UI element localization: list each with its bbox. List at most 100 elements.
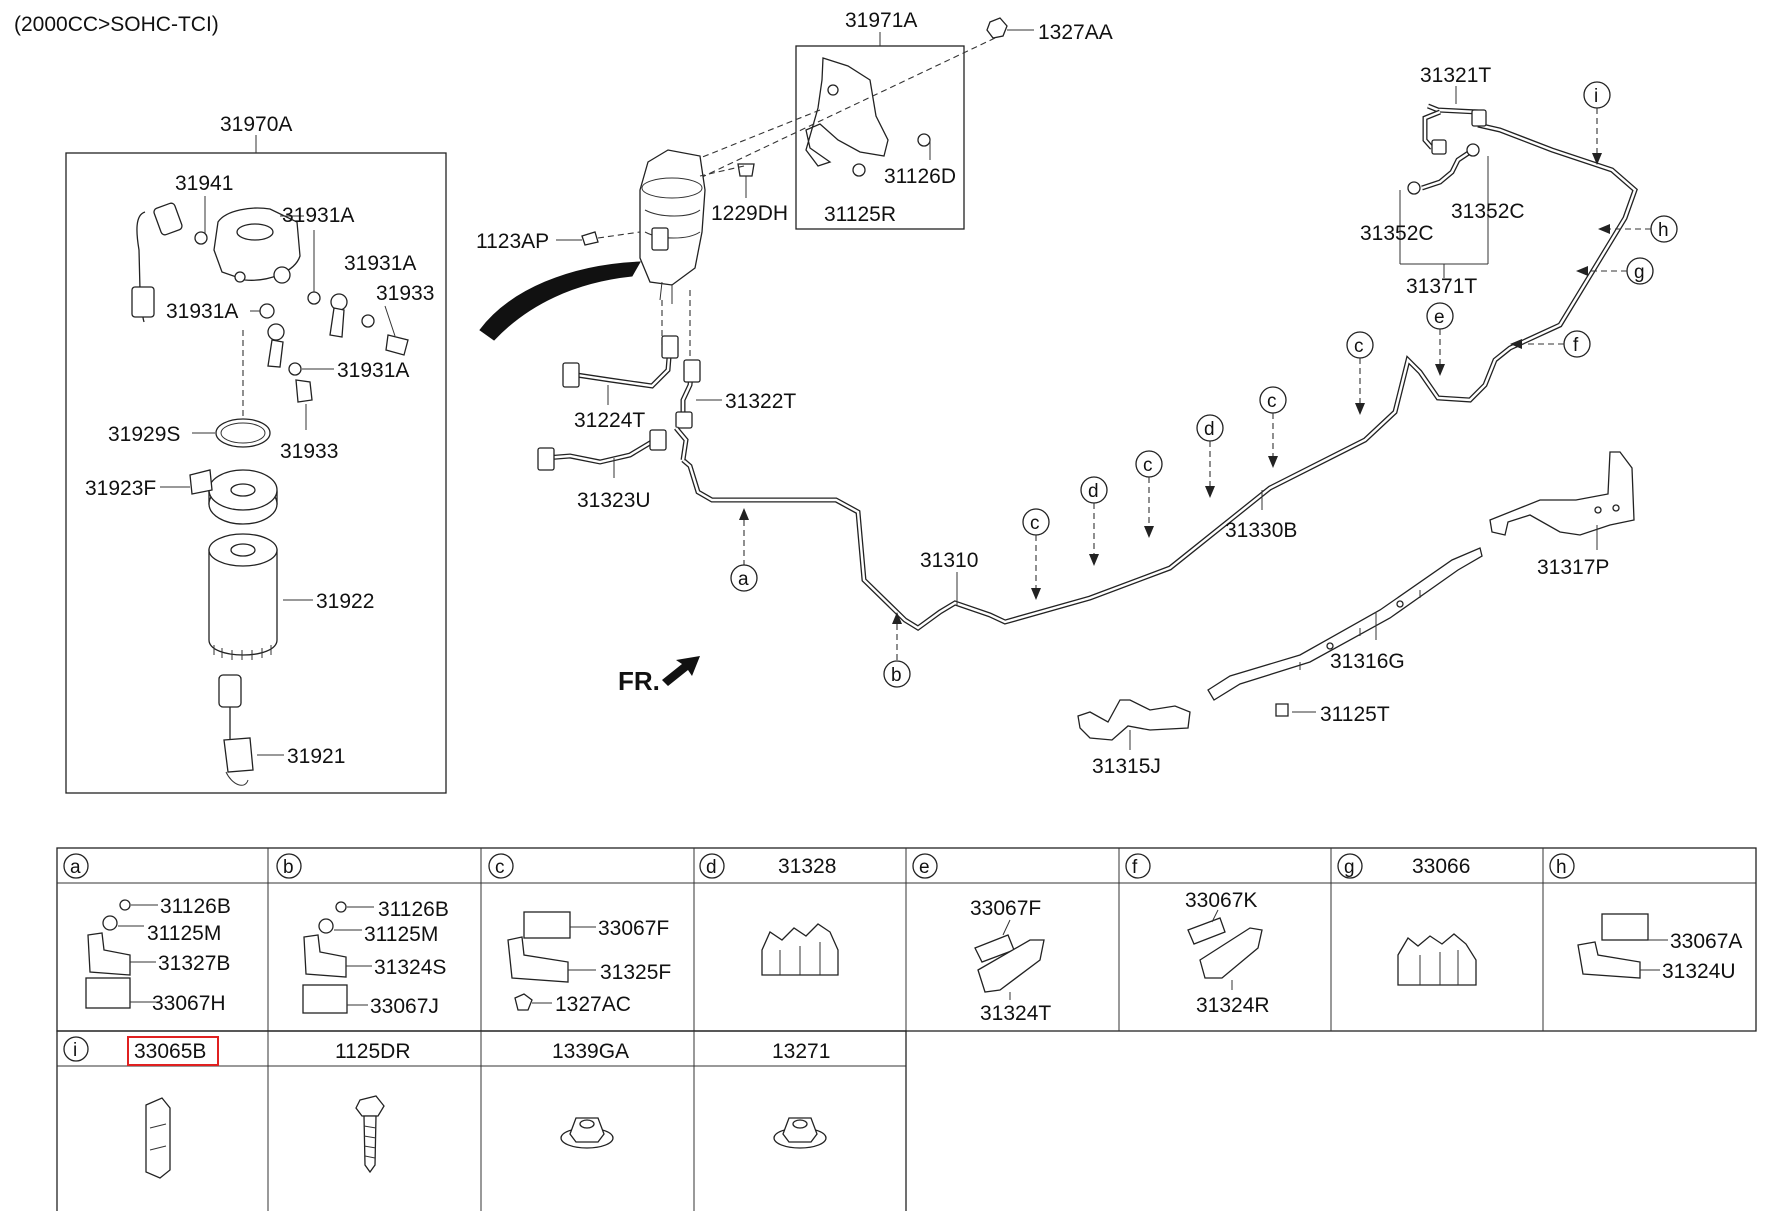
svg-text:d: d [706, 857, 717, 878]
label-31310: 31310 [920, 549, 978, 572]
label-31125T: 31125T [1320, 703, 1390, 726]
svg-text:31328: 31328 [778, 855, 836, 878]
svg-text:f: f [1132, 857, 1138, 878]
callout-h: h [1598, 215, 1678, 243]
filter-head [213, 207, 301, 284]
label-31317P: 31317P [1537, 556, 1609, 579]
label-31933-2: 31933 [280, 440, 338, 463]
svg-text:33065B: 33065B [134, 1040, 206, 1063]
svg-text:h: h [1556, 857, 1567, 878]
svg-text:c: c [1267, 391, 1277, 412]
svg-text:31324S: 31324S [374, 956, 446, 979]
label-31931A-1: 31931A [282, 204, 354, 227]
svg-text:d: d [1088, 481, 1099, 502]
table-cell-a: a 31126B 31125M 31327B 33067H [63, 853, 231, 1015]
table-cell-13271: 13271 [772, 1040, 830, 1149]
svg-text:1327AC: 1327AC [555, 993, 631, 1016]
callout-c-4: c [1346, 331, 1374, 415]
callout-g: g [1576, 257, 1654, 285]
svg-text:33066: 33066 [1412, 855, 1470, 878]
label-31929S: 31929S [108, 423, 180, 446]
svg-text:i: i [73, 1040, 77, 1061]
svg-text:31324R: 31324R [1196, 994, 1270, 1017]
table-cell-c: c 33067F 31325F 1327AC [488, 853, 671, 1016]
label-31352C-1: 31352C [1360, 222, 1434, 245]
svg-text:a: a [738, 569, 749, 590]
return-hose-assembly [1407, 103, 1487, 195]
label-31323U: 31323U [577, 489, 651, 512]
table-cell-e: e 33067F 31324T [912, 853, 1051, 1025]
fuel-hose-31322T [675, 359, 701, 429]
svg-text:31324T: 31324T [980, 1002, 1051, 1025]
label-31224T: 31224T [574, 409, 645, 432]
svg-text:e: e [919, 857, 930, 878]
svg-text:31126B: 31126B [160, 895, 231, 918]
callout-c-3: c [1259, 386, 1287, 468]
svg-text:h: h [1658, 220, 1669, 241]
callout-f: f [1510, 330, 1591, 358]
callout-b: b [883, 612, 911, 688]
svg-text:c: c [1354, 336, 1364, 357]
table-cell-1339GA: 1339GA [552, 1040, 629, 1149]
callout-c-1: c [1022, 508, 1050, 600]
label-31322T: 31322T [725, 390, 796, 413]
fuel-hose-31224T [562, 335, 679, 389]
label-31933-1: 31933 [376, 282, 434, 305]
highlight-box [127, 1036, 219, 1066]
table-cell-i: i 33065B [63, 1036, 219, 1179]
label-31941: 31941 [175, 172, 233, 195]
callout-a: a [730, 508, 758, 592]
front-direction-label: FR. [618, 666, 660, 696]
assembly-title: 31970A [220, 113, 292, 136]
label-31371T: 31371T [1406, 275, 1477, 298]
fuel-filter-housing [639, 149, 706, 304]
callout-d-2: d [1196, 414, 1224, 498]
assembly-pointer-arrow [479, 261, 641, 341]
svg-text:g: g [1344, 857, 1355, 878]
mounting-bracket [805, 57, 889, 167]
bracket-rail-31316G [1207, 547, 1483, 701]
svg-text:31126B: 31126B [378, 898, 449, 921]
label-31922: 31922 [316, 590, 374, 613]
callout-e: e [1426, 302, 1454, 376]
table-cell-g: g 33066 [1337, 853, 1477, 986]
label-31923F: 31923F [85, 477, 156, 500]
o-ring [215, 418, 271, 448]
label-31321T: 31321T [1420, 64, 1491, 87]
svg-text:31324U: 31324U [1662, 960, 1736, 983]
svg-text:31125M: 31125M [147, 922, 221, 945]
table-cell-d: d 31328 [699, 853, 839, 976]
label-1123AP: 1123AP [476, 230, 549, 253]
main-fuel-line [674, 122, 1638, 632]
svg-text:33067F: 33067F [598, 917, 669, 940]
svg-text:31125M: 31125M [364, 923, 438, 946]
filter-mount-plate [189, 469, 278, 525]
svg-text:f: f [1573, 335, 1579, 356]
label-1229DH: 1229DH [711, 202, 788, 225]
label-31316G: 31316G [1330, 650, 1405, 673]
label-1327AA: 1327AA [1038, 21, 1113, 44]
bracket-31317P [1489, 451, 1635, 536]
svg-text:c: c [1143, 455, 1153, 476]
svg-text:13271: 13271 [772, 1040, 830, 1063]
svg-text:a: a [70, 857, 81, 878]
callout-c-2: c [1135, 450, 1163, 538]
label-31352C-2: 31352C [1451, 200, 1525, 223]
svg-text:b: b [283, 857, 294, 878]
fuel-hose-31323U [537, 429, 667, 471]
svg-text:33067F: 33067F [970, 897, 1041, 920]
table-cell-h: h 33067A 31324U [1549, 853, 1742, 983]
label-31330B: 31330B [1225, 519, 1297, 542]
svg-text:d: d [1204, 419, 1215, 440]
table-cell-b: b 31126B 31125M 31324S 33067J [276, 853, 449, 1018]
label-31315J: 31315J [1092, 755, 1161, 778]
front-direction-arrow [662, 656, 700, 686]
label-31921: 31921 [287, 745, 345, 768]
svg-text:e: e [1434, 307, 1445, 328]
svg-text:i: i [1594, 86, 1598, 107]
bracket-31315J [1077, 699, 1191, 741]
svg-text:31327B: 31327B [158, 952, 230, 975]
parts-table [56, 847, 1757, 1211]
svg-text:33067H: 33067H [152, 992, 226, 1015]
label-31931A-2: 31931A [344, 252, 416, 275]
